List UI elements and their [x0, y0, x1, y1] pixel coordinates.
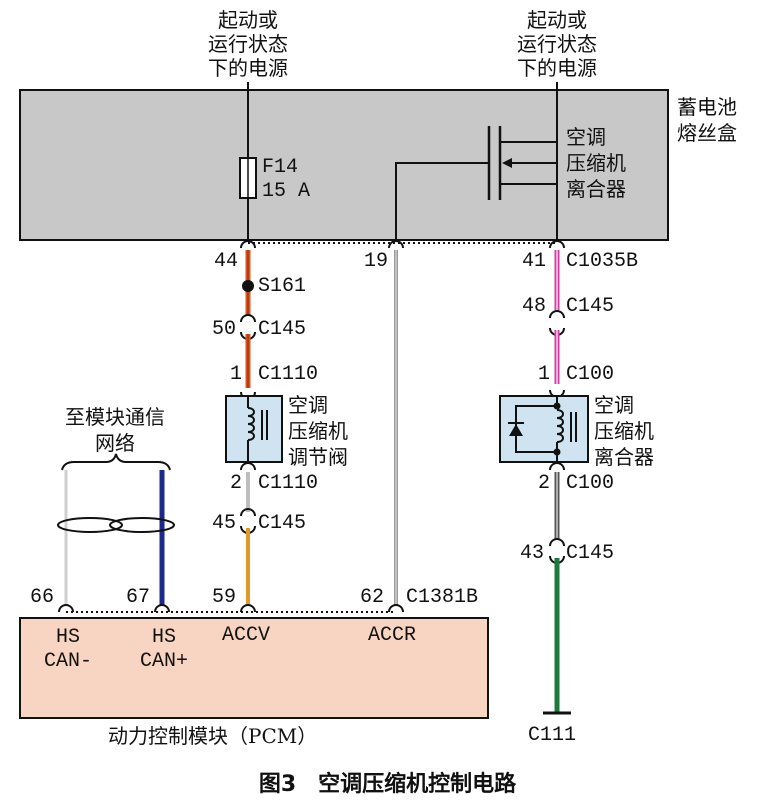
connector-62-icon — [388, 604, 404, 613]
clutch-diode-icon — [509, 424, 523, 436]
pin-1-clutch: 1 — [538, 363, 551, 386]
splice-s161-label: S161 — [258, 275, 307, 298]
pin-2-valve: 2 — [230, 472, 243, 495]
relay-label: 空调 压缩机 离合器 — [566, 124, 626, 202]
supply-right-line3: 下的电源 — [517, 56, 597, 80]
pin-2-clutch: 2 — [538, 472, 551, 495]
clutch-coil-icon — [556, 409, 564, 443]
clutch-label-line3: 离合器 — [594, 445, 654, 469]
fuse-label: F14 15 A — [262, 156, 310, 204]
supply-left-label: 起动或 运行状态 下的电源 — [188, 8, 308, 80]
pin-19: 19 — [364, 250, 389, 273]
ground-c111-label: C111 — [528, 724, 577, 747]
pin-67: 67 — [126, 586, 151, 609]
pin-66: 66 — [30, 586, 55, 609]
supply-left-line3: 下的电源 — [208, 56, 288, 80]
network-label-line1: 至模块通信 — [65, 405, 165, 429]
fuse-box-label: 蓄电池 熔丝盒 — [677, 94, 737, 146]
network-brace-icon — [61, 453, 171, 471]
fuse-rating: 15 A — [262, 180, 311, 203]
pin-1-valve: 1 — [230, 363, 243, 386]
figure-caption: 图3 空调压缩机控制电路 — [258, 772, 517, 797]
pin-43: 43 — [520, 542, 545, 565]
relay-arrow-icon — [502, 158, 512, 168]
connector-66-icon — [58, 604, 74, 613]
supply-right-label: 起动或 运行状态 下的电源 — [497, 8, 617, 80]
valve-label-line3: 调节阀 — [288, 445, 348, 469]
pcm-pin-accr: ACCR — [368, 624, 417, 647]
pin-45: 45 — [212, 512, 237, 535]
clutch-label: 空调 压缩机 离合器 — [594, 392, 654, 470]
supply-left-line1: 起动或 — [218, 8, 278, 32]
pin-59: 59 — [212, 586, 237, 609]
connector-41-icon — [549, 240, 565, 249]
pcm-pin-can-plus: HS CAN+ — [124, 626, 204, 674]
supply-left-line2: 运行状态 — [208, 32, 288, 56]
fuse-name: F14 — [262, 156, 299, 179]
pcm-label: 动力控制模块（PCM） — [108, 724, 318, 748]
fuse-box — [19, 89, 669, 241]
connector-c1035b: C1035B — [566, 250, 639, 273]
fuse-box-label-line2: 熔丝盒 — [677, 121, 737, 145]
connector-c1110-2-icon — [240, 462, 256, 471]
connector-c100-b: C100 — [566, 472, 615, 495]
valve-label: 空调 压缩机 调节阀 — [288, 392, 348, 470]
connector-c100-a: C100 — [566, 363, 615, 386]
splice-s161-icon — [242, 280, 254, 292]
supply-right-line1: 起动或 — [527, 8, 587, 32]
pin-50: 50 — [212, 318, 237, 341]
pin-44: 44 — [214, 250, 239, 273]
relay-label-line3: 离合器 — [566, 177, 626, 201]
clutch-label-line1: 空调 — [594, 393, 634, 417]
fuse-box-label-line1: 蓄电池 — [677, 95, 737, 119]
pin-41: 41 — [522, 250, 547, 273]
twist-loop-left-icon — [57, 517, 123, 533]
pcm-pin-can-minus-text: CAN- — [43, 650, 92, 673]
relay-control-line — [395, 162, 489, 240]
pcm-pin-hs1: HS — [55, 626, 80, 649]
connector-c145-d: C145 — [566, 542, 615, 565]
pin-62: 62 — [360, 586, 385, 609]
pin-48: 48 — [522, 295, 547, 318]
relay-label-line2: 压缩机 — [566, 151, 626, 175]
connector-c1381b: C1381B — [406, 586, 479, 609]
connector-c1110-a: C1110 — [258, 363, 319, 386]
connector-19-icon — [388, 240, 404, 249]
pcm-pin-hs2: HS — [151, 626, 176, 649]
pcm-pin-can-minus: HS CAN- — [28, 626, 108, 674]
pcm-pin-can-plus-text: CAN+ — [139, 650, 188, 673]
pcm-box — [19, 617, 489, 719]
connector-44-icon — [240, 240, 256, 249]
connector-c145-b: C145 — [566, 295, 615, 318]
connector-c100-2-icon — [549, 462, 565, 471]
network-label: 至模块通信 网络 — [40, 404, 190, 456]
relay-label-line1: 空调 — [566, 125, 606, 149]
connector-c145-a: C145 — [258, 318, 307, 341]
connector-c145-c: C145 — [258, 512, 307, 535]
connector-c1110-b: C1110 — [258, 472, 319, 495]
pcm-pin-accv: ACCV — [222, 624, 271, 647]
valve-coil-icon — [247, 407, 255, 441]
network-label-line2: 网络 — [95, 431, 135, 455]
clutch-label-line2: 压缩机 — [594, 419, 654, 443]
supply-right-line2: 运行状态 — [517, 32, 597, 56]
valve-label-line2: 压缩机 — [288, 419, 348, 443]
valve-label-line1: 空调 — [288, 393, 328, 417]
connector-59-icon — [240, 604, 256, 613]
connector-67-icon — [154, 604, 170, 613]
twist-loop-right-icon — [109, 517, 175, 533]
